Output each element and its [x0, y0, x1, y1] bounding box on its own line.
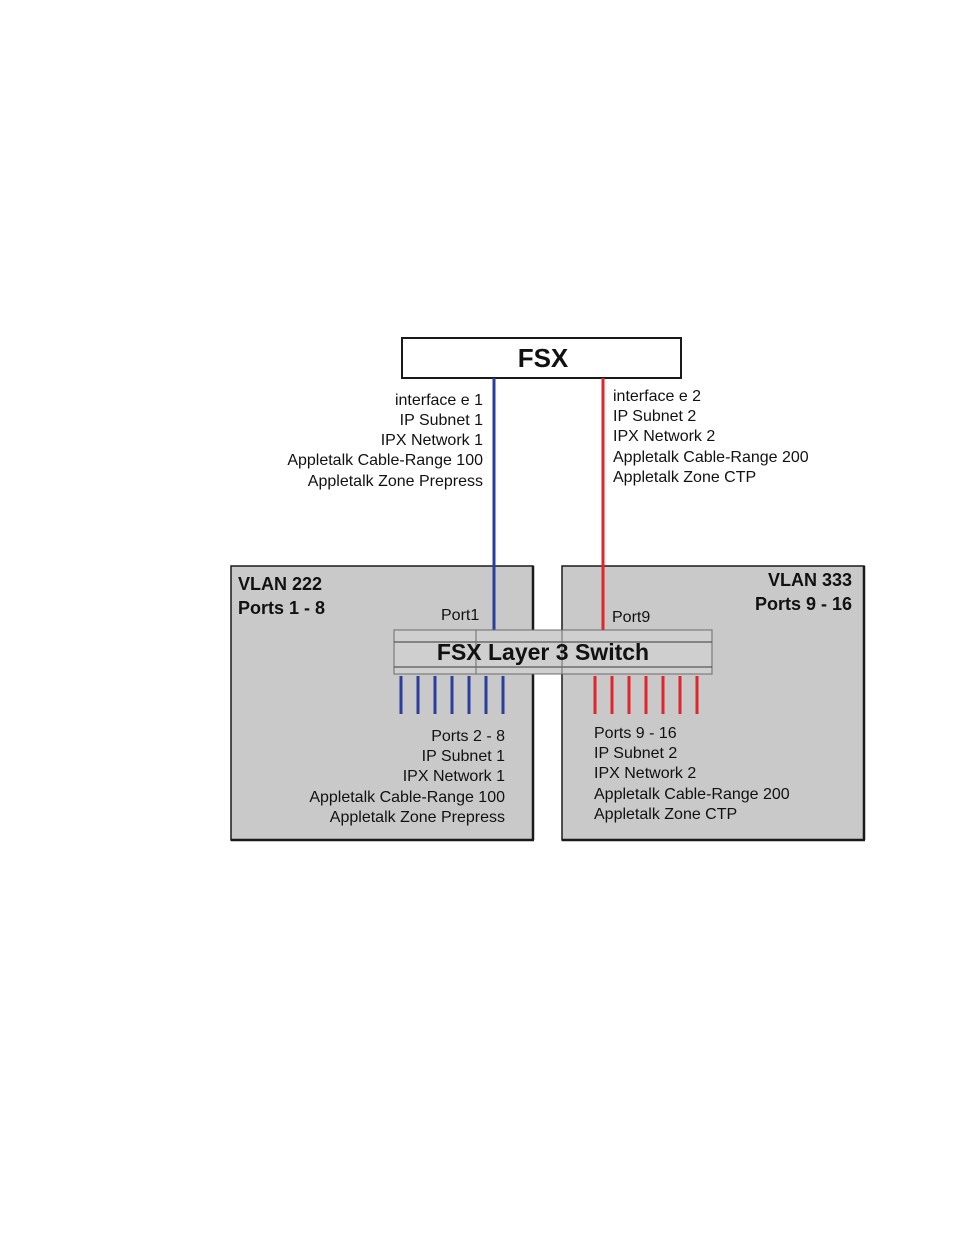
vlan-222-line-2: IPX Network 1 [403, 768, 505, 785]
vlan-333-title: VLAN 333 [768, 570, 852, 590]
vlan-333-port-lines [593, 676, 699, 714]
uplink-left-line-0: interface e 1 [395, 392, 483, 409]
vlan-333-line-1: IP Subnet 2 [594, 745, 677, 762]
uplink-right-line-4: Appletalk Zone CTP [613, 469, 756, 486]
uplink-left-line-4: Appletalk Zone Prepress [308, 473, 483, 490]
vlan-222-line-4: Appletalk Zone Prepress [330, 809, 505, 826]
vlan-222-line-3: Appletalk Cable-Range 100 [309, 789, 505, 806]
vlan-333-line-4: Appletalk Zone CTP [594, 806, 737, 823]
uplink-right-line-3: Appletalk Cable-Range 200 [613, 449, 809, 466]
vlan-333-details: Ports 9 - 16 IP Subnet 2 IPX Network 2 A… [594, 725, 790, 823]
vlan-222-ports: Ports 1 - 8 [238, 598, 325, 618]
uplink-right-labels: interface e 2 IP Subnet 2 IPX Network 2 … [613, 388, 809, 486]
uplink-left-labels: interface e 1 IP Subnet 1 IPX Network 1 … [287, 392, 483, 490]
vlan-222-box [230, 565, 535, 842]
uplink-right-line-1: IP Subnet 2 [613, 408, 696, 425]
fsx-label: FSX [518, 343, 569, 373]
layer3-switch-label: FSX Layer 3 Switch [437, 639, 649, 665]
vlan-222-line-1: IP Subnet 1 [422, 748, 505, 765]
port1-label: Port1 [441, 607, 479, 624]
vlan-333-line-3: Appletalk Cable-Range 200 [594, 786, 790, 803]
port9-label: Port9 [612, 609, 650, 626]
layer3-switch: FSX Layer 3 Switch [393, 629, 713, 675]
vlan-222-port-lines [399, 676, 505, 714]
uplink-left-line-2: IPX Network 1 [381, 432, 483, 449]
vlan-333-line-2: IPX Network 2 [594, 765, 696, 782]
uplink-left-line-3: Appletalk Cable-Range 100 [287, 452, 483, 469]
uplink-right-line-0: interface e 2 [613, 388, 701, 405]
fsx-device: FSX [401, 337, 682, 379]
uplink-right-line-2: IPX Network 2 [613, 428, 715, 445]
uplink-left-line-1: IP Subnet 1 [400, 412, 483, 429]
vlan-222-title: VLAN 222 [238, 574, 322, 594]
vlan-222-line-0: Ports 2 - 8 [431, 728, 505, 745]
vlan-333-ports: Ports 9 - 16 [755, 594, 852, 614]
vlan-222-details: Ports 2 - 8 IP Subnet 1 IPX Network 1 Ap… [309, 728, 505, 826]
vlan-333-line-0: Ports 9 - 16 [594, 725, 677, 742]
